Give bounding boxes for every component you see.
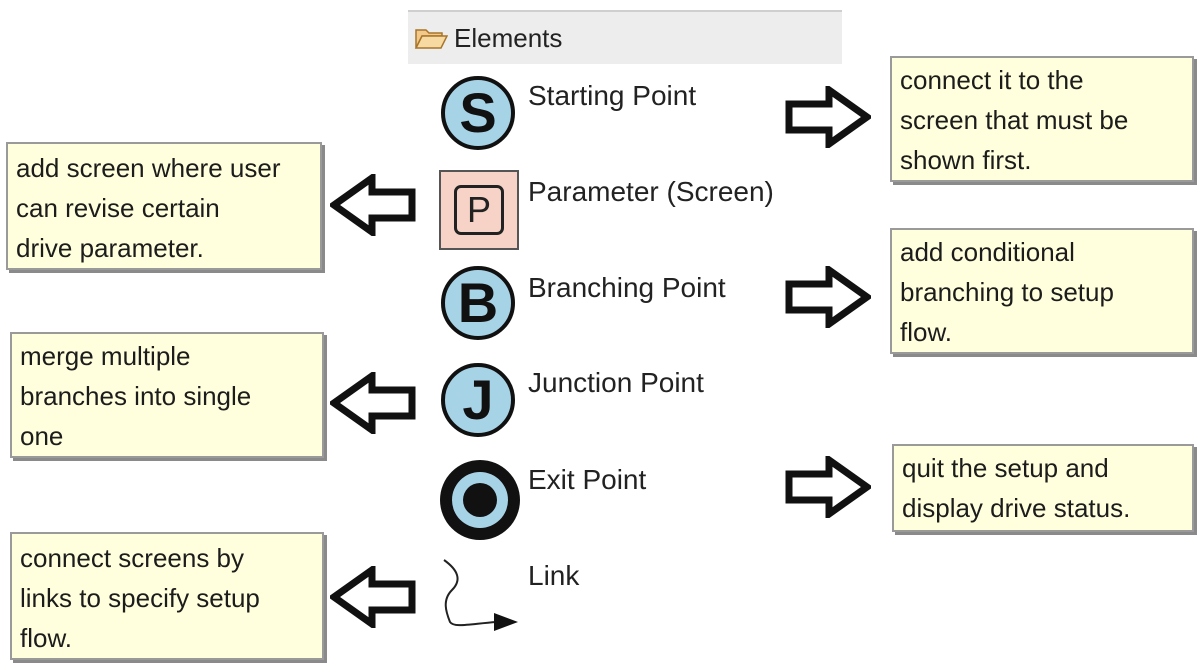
starting-point-label: Starting Point	[528, 80, 697, 111]
branching-point-label: Branching Point	[528, 272, 726, 303]
exit-point-ring	[452, 472, 508, 528]
parameter-screen-inner: P	[454, 185, 504, 235]
open-folder-icon	[414, 29, 448, 49]
parameter-screen-label: Parameter (Screen)	[528, 176, 774, 207]
exit-point-icon[interactable]	[440, 460, 520, 540]
note-parameter-screen: add screen where user can revise certain…	[6, 142, 322, 270]
note-starting-point: connect it to the screen that must be sh…	[890, 56, 1194, 182]
note-line: branches into single	[20, 381, 252, 411]
note-line: connect screens by	[20, 543, 245, 573]
parameter-screen-icon[interactable]: P	[439, 170, 519, 250]
arrow-right-icon	[785, 86, 871, 148]
branching-point-letter: B	[457, 271, 499, 334]
arrow-left-icon	[330, 566, 416, 628]
note-branching-point: add conditional branching to setup flow.	[890, 228, 1194, 354]
exit-point-label: Exit Point	[528, 464, 647, 495]
note-link: connect screens by links to specify setu…	[10, 532, 324, 660]
arrow-right-icon	[785, 266, 871, 328]
palette-title: Elements	[454, 22, 563, 53]
note-line: add screen where user	[16, 153, 281, 183]
link-label: Link	[528, 560, 580, 591]
note-line: merge multiple	[20, 341, 191, 371]
arrow-left-icon	[330, 372, 416, 434]
note-line: connect it to the	[900, 65, 1084, 95]
note-line: branching to setup	[900, 277, 1114, 307]
parameter-screen-letter: P	[466, 189, 491, 230]
note-line: links to specify setup	[20, 583, 260, 613]
arrow-right-icon	[785, 456, 871, 518]
junction-point-label: Junction Point	[528, 367, 704, 398]
note-line: flow.	[20, 623, 73, 653]
note-exit-point: quit the setup and display drive status.	[892, 444, 1194, 532]
note-junction-point: merge multiple branches into single one	[10, 332, 324, 458]
arrow-left-icon	[330, 174, 416, 236]
note-line: display drive status.	[902, 493, 1131, 523]
note-line: add conditional	[900, 237, 1075, 267]
note-line: quit the setup and	[902, 453, 1109, 483]
exit-point-dot	[463, 483, 497, 517]
branching-point-icon[interactable]: B	[441, 266, 515, 340]
note-line: shown first.	[900, 145, 1032, 175]
starting-point-icon[interactable]: S	[441, 76, 515, 150]
link-arrow-icon[interactable]	[436, 556, 526, 636]
note-line: flow.	[900, 317, 953, 347]
note-line: screen that must be	[900, 105, 1129, 135]
note-line: one	[20, 421, 64, 451]
junction-point-icon[interactable]: J	[441, 363, 515, 437]
palette-header: Elements	[408, 10, 842, 64]
note-line: drive parameter.	[16, 233, 204, 263]
junction-point-letter: J	[462, 368, 494, 431]
starting-point-letter: S	[459, 81, 497, 144]
note-line: can revise certain	[16, 193, 220, 223]
